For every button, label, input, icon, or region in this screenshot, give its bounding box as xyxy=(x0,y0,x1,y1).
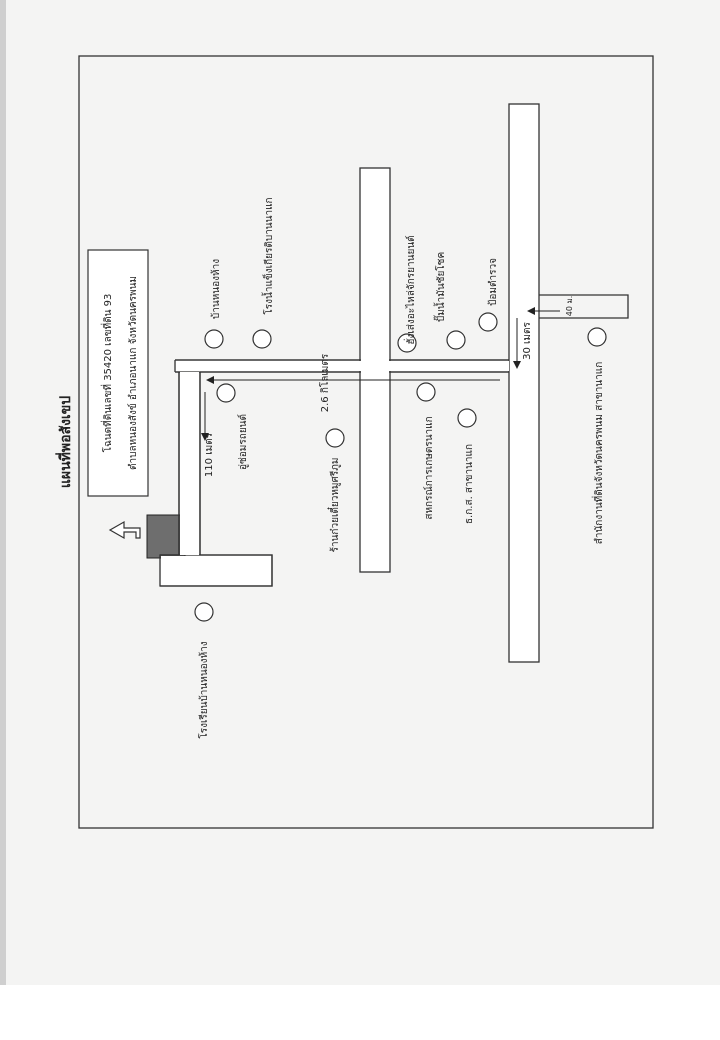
distance-main-label: 2.6 กิโลเมตร xyxy=(318,353,331,412)
baac-label: ธ.ก.ส. สาขานาแก xyxy=(464,444,475,524)
garage-label: อู่ซ่อมรถยนต์ xyxy=(237,414,249,470)
parcel-line2: ตำบลหนองสังข์ อำเภอนาแก จังหวัดนครพนม xyxy=(127,276,139,470)
tractor-shop-label: ฮั่งเส่งอะไหล่จักรยานยนต์ xyxy=(403,235,417,344)
sketch-map: แผนที่พอสังเขป โฉนดที่ดินเลขที่ 35420 เล… xyxy=(55,55,654,829)
noodle-shop-label: ร้านก๋วยเตี๋ยวหมูศรีภูม xyxy=(327,458,341,553)
map-title: แผนที่พอสังเขป xyxy=(55,396,74,488)
parcel-pointer-icon xyxy=(108,520,141,540)
police-label: ป้อมตำรวจ xyxy=(487,258,499,306)
page-edge xyxy=(0,0,6,985)
noodle-shop-marker xyxy=(325,428,345,448)
distance-side-label: 110 เมตร xyxy=(204,432,215,477)
garage-marker xyxy=(216,383,236,403)
land-office-label: สำนักงานที่ดินจังหวัดนครพนม สาขานาแก xyxy=(591,362,605,545)
tractor-shop-marker xyxy=(397,333,417,353)
gas-station-marker xyxy=(446,330,466,350)
rice-mill-label: โรงน้ำแข็งเกียรติบานนาแก xyxy=(261,197,275,314)
parcel-info-box xyxy=(87,249,149,497)
gas-station-label: ปั๊มน้ำมันชัยโชค xyxy=(433,252,447,322)
landmark-markers xyxy=(194,312,607,622)
parcel-line1: โฉนดที่ดินเลขที่ 35420 เลขที่ดิน 93 xyxy=(100,294,114,453)
land-office-marker xyxy=(587,327,607,347)
village-marker xyxy=(204,329,224,349)
rice-mill-marker xyxy=(252,329,272,349)
coop-label: สหกรณ์การเกษตรนาแก xyxy=(423,416,435,519)
village-label: บ้านหนองห้าง xyxy=(210,259,222,319)
baac-marker xyxy=(457,408,477,428)
school-marker xyxy=(194,602,214,622)
map-frame xyxy=(78,55,654,829)
police-marker xyxy=(478,312,498,332)
distance-highway-label: 40 ม. xyxy=(565,296,574,317)
coop-marker xyxy=(416,382,436,402)
school-label: โรงเรียนบ้านหนองห้าง xyxy=(197,641,210,738)
distance-junction-label: 30 เมตร xyxy=(522,321,533,359)
